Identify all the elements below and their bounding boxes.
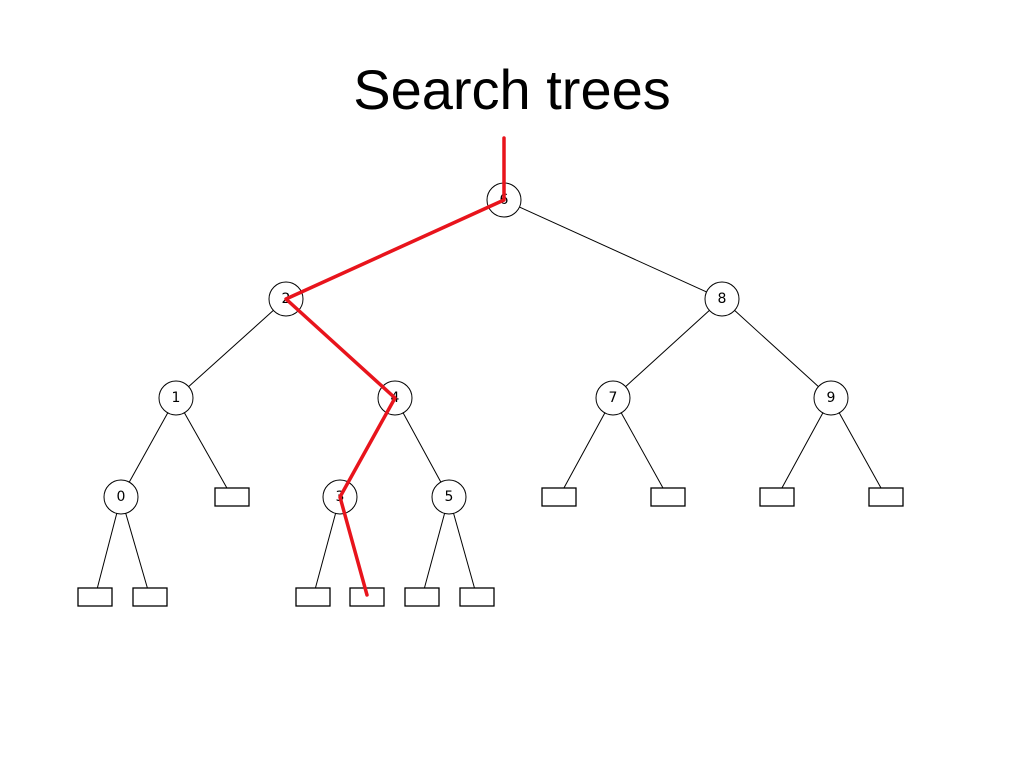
leaf-box — [295, 587, 331, 607]
node-label: 7 — [609, 390, 618, 406]
tree-edge — [781, 412, 824, 489]
tree-node: 1 — [158, 380, 194, 416]
tree-edge — [314, 513, 337, 589]
search-path-layer — [284, 136, 506, 597]
node-label: 5 — [445, 489, 454, 505]
tree-node: 7 — [595, 380, 631, 416]
tree-edges — [96, 206, 882, 589]
tree-edge — [620, 412, 664, 489]
tree-edge — [402, 412, 442, 483]
tree-node: 9 — [813, 380, 849, 416]
leaf-box — [132, 587, 168, 607]
tree-node: 0 — [103, 479, 139, 515]
node-circle — [431, 479, 467, 515]
node-label: 0 — [117, 489, 126, 505]
slide-title: Search trees — [353, 58, 671, 121]
leaf-box — [868, 487, 904, 507]
tree-edge — [128, 412, 169, 483]
leaf-box — [759, 487, 795, 507]
leaf-box — [404, 587, 440, 607]
leaf-box — [541, 487, 577, 507]
tree-leaves — [77, 487, 904, 607]
tree-edge — [453, 513, 475, 589]
tree-edge — [125, 513, 148, 589]
tree-edge — [838, 412, 882, 489]
tree-edge — [183, 412, 228, 489]
tree-edge — [96, 513, 118, 589]
leaf-box — [459, 587, 495, 607]
node-circle — [103, 479, 139, 515]
node-label: 9 — [827, 390, 836, 406]
tree-edge — [625, 310, 710, 387]
node-circle — [813, 380, 849, 416]
leaf-box — [214, 487, 250, 507]
tree-node: 8 — [704, 281, 740, 317]
node-circle — [704, 281, 740, 317]
search-path — [284, 136, 506, 597]
tree-edge — [423, 513, 446, 589]
leaf-box — [77, 587, 113, 607]
node-circle — [595, 380, 631, 416]
tree-edge — [563, 412, 606, 489]
node-label: 8 — [718, 291, 727, 307]
leaf-box — [349, 587, 385, 607]
node-circle — [158, 380, 194, 416]
node-label: 1 — [172, 390, 181, 406]
leaf-box — [650, 487, 686, 507]
tree-node: 5 — [431, 479, 467, 515]
tree-edge — [734, 310, 819, 387]
tree-edge — [188, 310, 274, 387]
tree-edge — [519, 206, 707, 293]
